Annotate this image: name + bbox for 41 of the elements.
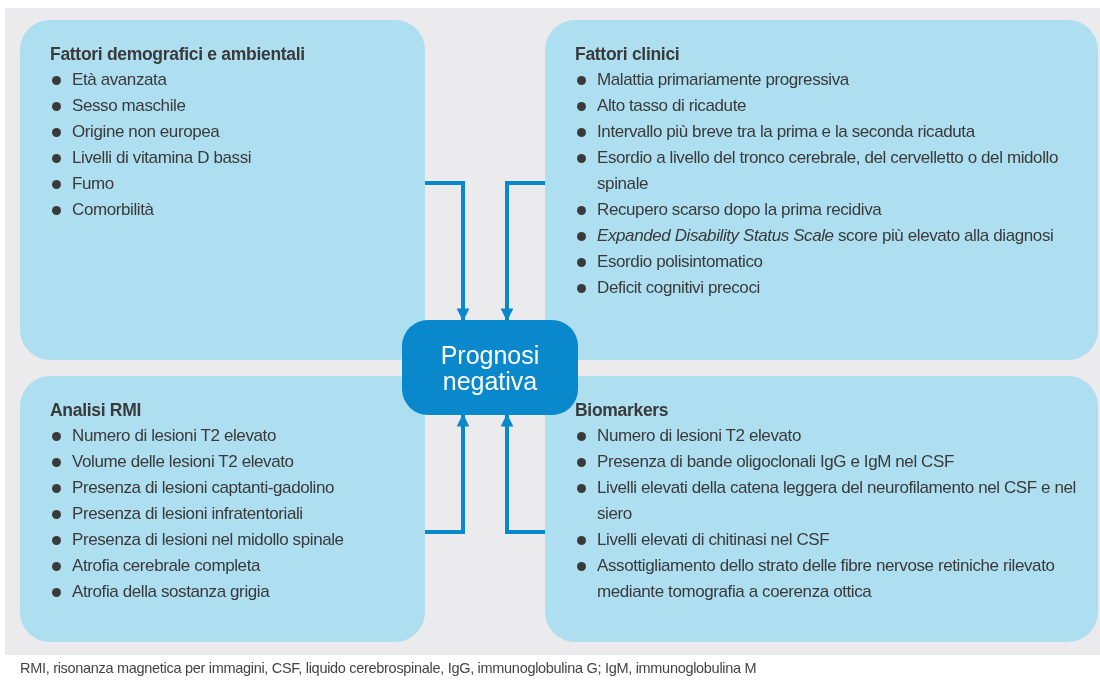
list-item: Presenza di bande oligoclonali IgG e IgM nel CSF <box>597 452 954 471</box>
category-panel <box>20 376 425 642</box>
list-item: Origine non europea <box>72 122 220 141</box>
list-item: Esordio a livello del tronco cerebrale, del cervelletto o del midollo spinale <box>597 148 1058 193</box>
list-item: Atrofia della sostanza grigia <box>72 582 270 601</box>
list-item: Sesso maschile <box>72 96 186 115</box>
arrow <box>425 181 470 322</box>
list-item: Expanded Disability Status Scale score più elevato alla diagnosi <box>597 226 1054 245</box>
list-item: Esordio polisintomatico <box>597 252 763 271</box>
list-item: Presenza di lesioni nel midollo spinale <box>72 530 344 549</box>
list-item: Intervallo più breve tra la prima e la seconda ricaduta <box>597 122 975 141</box>
list-item: Livelli di vitamina D bassi <box>72 148 252 167</box>
category-panel <box>545 376 1098 642</box>
list-item: Età avanzata <box>72 70 167 89</box>
panel-heading: Fattori clinici <box>575 44 681 65</box>
list-item: Numero di lesioni T2 elevato <box>597 426 801 445</box>
arrow <box>500 413 545 534</box>
arrow <box>500 181 545 322</box>
category-panel <box>20 20 425 360</box>
list-item: Livelli elevati della catena leggera del neurofilamento nel CSF e nel siero <box>597 478 1076 523</box>
list-item: Assottigliamento dello strato delle fibre nervose retiniche rilevato mediante tomografia a coerenza ottica <box>597 556 1055 601</box>
list-item: Alto tasso di ricadute <box>597 96 746 115</box>
list-item: Presenza di lesioni captanti-gadolino <box>72 478 335 497</box>
list-item: Deficit cognitivi precoci <box>597 278 760 297</box>
outcome-box <box>402 320 578 415</box>
list-item: Recupero scarso dopo la prima recidiva <box>597 200 882 219</box>
list-item: Livelli elevati di chitinasi nel CSF <box>597 530 830 549</box>
list-item: Malattia primariamente progressiva <box>597 70 849 89</box>
list-item: Volume delle lesioni T2 elevato <box>72 452 294 471</box>
list-item: Comorbilità <box>72 200 154 219</box>
arrow <box>425 413 470 534</box>
list-item: Presenza di lesioni infratentoriali <box>72 504 303 523</box>
panel-heading: Biomarkers <box>575 400 670 421</box>
panel-heading: Fattori demografici e ambientali <box>50 44 306 65</box>
footnote: RMI, risonanza magnetica per immagini, CSF, liquido cerebrospinale, IgG, immunoglobulina G; IgM, immunoglobulina M <box>20 660 757 676</box>
category-panel <box>545 20 1098 360</box>
outcome-label: Prognosi negativa <box>439 341 541 394</box>
list-item: Atrofia cerebrale completa <box>72 556 261 575</box>
panel-heading: Analisi RMI <box>50 400 143 421</box>
list-item: Fumo <box>72 174 114 193</box>
list-item: Numero di lesioni T2 elevato <box>72 426 276 445</box>
